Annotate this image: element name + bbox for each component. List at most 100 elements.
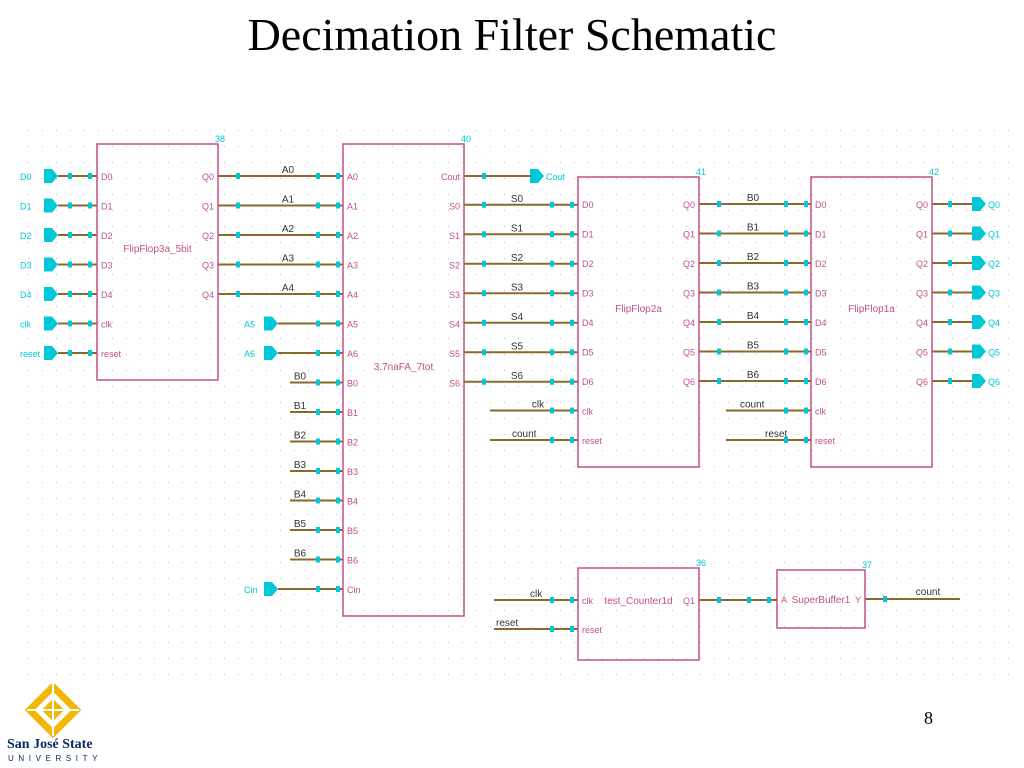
grid-dot [602, 386, 603, 387]
grid-dot [154, 530, 155, 531]
grid-dot [350, 210, 351, 211]
grid-dot [112, 546, 113, 547]
grid-dot [924, 562, 925, 563]
grid-dot [980, 210, 981, 211]
grid-dot [434, 226, 435, 227]
grid-dot [910, 162, 911, 163]
grid-dot [476, 226, 477, 227]
net-label: B6 [747, 370, 760, 381]
grid-dot [994, 402, 995, 403]
grid-dot [1008, 562, 1009, 563]
grid-dot [588, 626, 589, 627]
grid-dot [56, 258, 57, 259]
grid-dot [812, 434, 813, 435]
block-ref: 42 [929, 167, 939, 177]
grid-dot [966, 546, 967, 547]
grid-dot [308, 466, 309, 467]
grid-dot [924, 578, 925, 579]
grid-dot [630, 210, 631, 211]
grid-dot [966, 370, 967, 371]
grid-dot [700, 162, 701, 163]
net-label: S0 [511, 194, 524, 205]
grid-dot [728, 402, 729, 403]
net-label: S6 [511, 371, 524, 382]
grid-dot [728, 610, 729, 611]
input-port-label: D2 [20, 231, 32, 241]
pin-label: Q2 [683, 259, 695, 269]
grid-dot [644, 418, 645, 419]
grid-dot [84, 194, 85, 195]
net-label: B1 [747, 223, 760, 234]
grid-dot [574, 162, 575, 163]
grid-dot [294, 466, 295, 467]
grid-dot [280, 194, 281, 195]
grid-dot [994, 146, 995, 147]
grid-dot [630, 594, 631, 595]
grid-dot [84, 402, 85, 403]
grid-dot [448, 674, 449, 675]
grid-dot [70, 418, 71, 419]
connector-dot [804, 289, 808, 296]
grid-dot [728, 306, 729, 307]
grid-dot [714, 402, 715, 403]
grid-dot [784, 642, 785, 643]
grid-dot [42, 402, 43, 403]
grid-dot [210, 290, 211, 291]
grid-dot [994, 658, 995, 659]
block-ref: 40 [461, 134, 471, 144]
grid-dot [294, 226, 295, 227]
grid-dot [224, 466, 225, 467]
grid-dot [280, 482, 281, 483]
output-port [972, 374, 986, 388]
grid-dot [42, 498, 43, 499]
grid-dot [238, 514, 239, 515]
connector-dot [336, 320, 340, 327]
grid-dot [602, 274, 603, 275]
grid-dot [392, 530, 393, 531]
connector-dot [804, 230, 808, 237]
grid-dot [714, 610, 715, 611]
grid-dot [490, 178, 491, 179]
grid-dot [742, 642, 743, 643]
grid-dot [322, 338, 323, 339]
connector-dot [482, 201, 486, 208]
grid-dot [140, 162, 141, 163]
grid-dot [168, 674, 169, 675]
grid-dot [588, 530, 589, 531]
grid-dot [924, 594, 925, 595]
grid-dot [840, 354, 841, 355]
grid-dot [126, 562, 127, 563]
grid-dot [196, 450, 197, 451]
grid-dot [602, 194, 603, 195]
grid-dot [854, 258, 855, 259]
grid-dot [434, 434, 435, 435]
grid-dot [84, 498, 85, 499]
grid-dot [420, 274, 421, 275]
grid-dot [560, 466, 561, 467]
grid-dot [644, 610, 645, 611]
grid-dot [700, 194, 701, 195]
grid-dot [84, 338, 85, 339]
net-label: A0 [282, 165, 295, 176]
grid-dot [616, 210, 617, 211]
connector-dot [717, 378, 721, 384]
grid-dot [644, 546, 645, 547]
grid-dot [868, 530, 869, 531]
grid-dot [546, 594, 547, 595]
grid-dot [238, 162, 239, 163]
pin-label: D0 [101, 172, 113, 182]
grid-dot [588, 162, 589, 163]
grid-dot [462, 146, 463, 147]
grid-dot [532, 210, 533, 211]
grid-dot [308, 594, 309, 595]
grid-dot [280, 578, 281, 579]
grid-dot [448, 482, 449, 483]
grid-dot [770, 418, 771, 419]
grid-dot [686, 626, 687, 627]
grid-dot [98, 530, 99, 531]
grid-dot [980, 546, 981, 547]
input-port-label: D0 [20, 172, 32, 182]
net-label: A3 [282, 254, 295, 265]
grid-dot [140, 594, 141, 595]
grid-dot [420, 498, 421, 499]
